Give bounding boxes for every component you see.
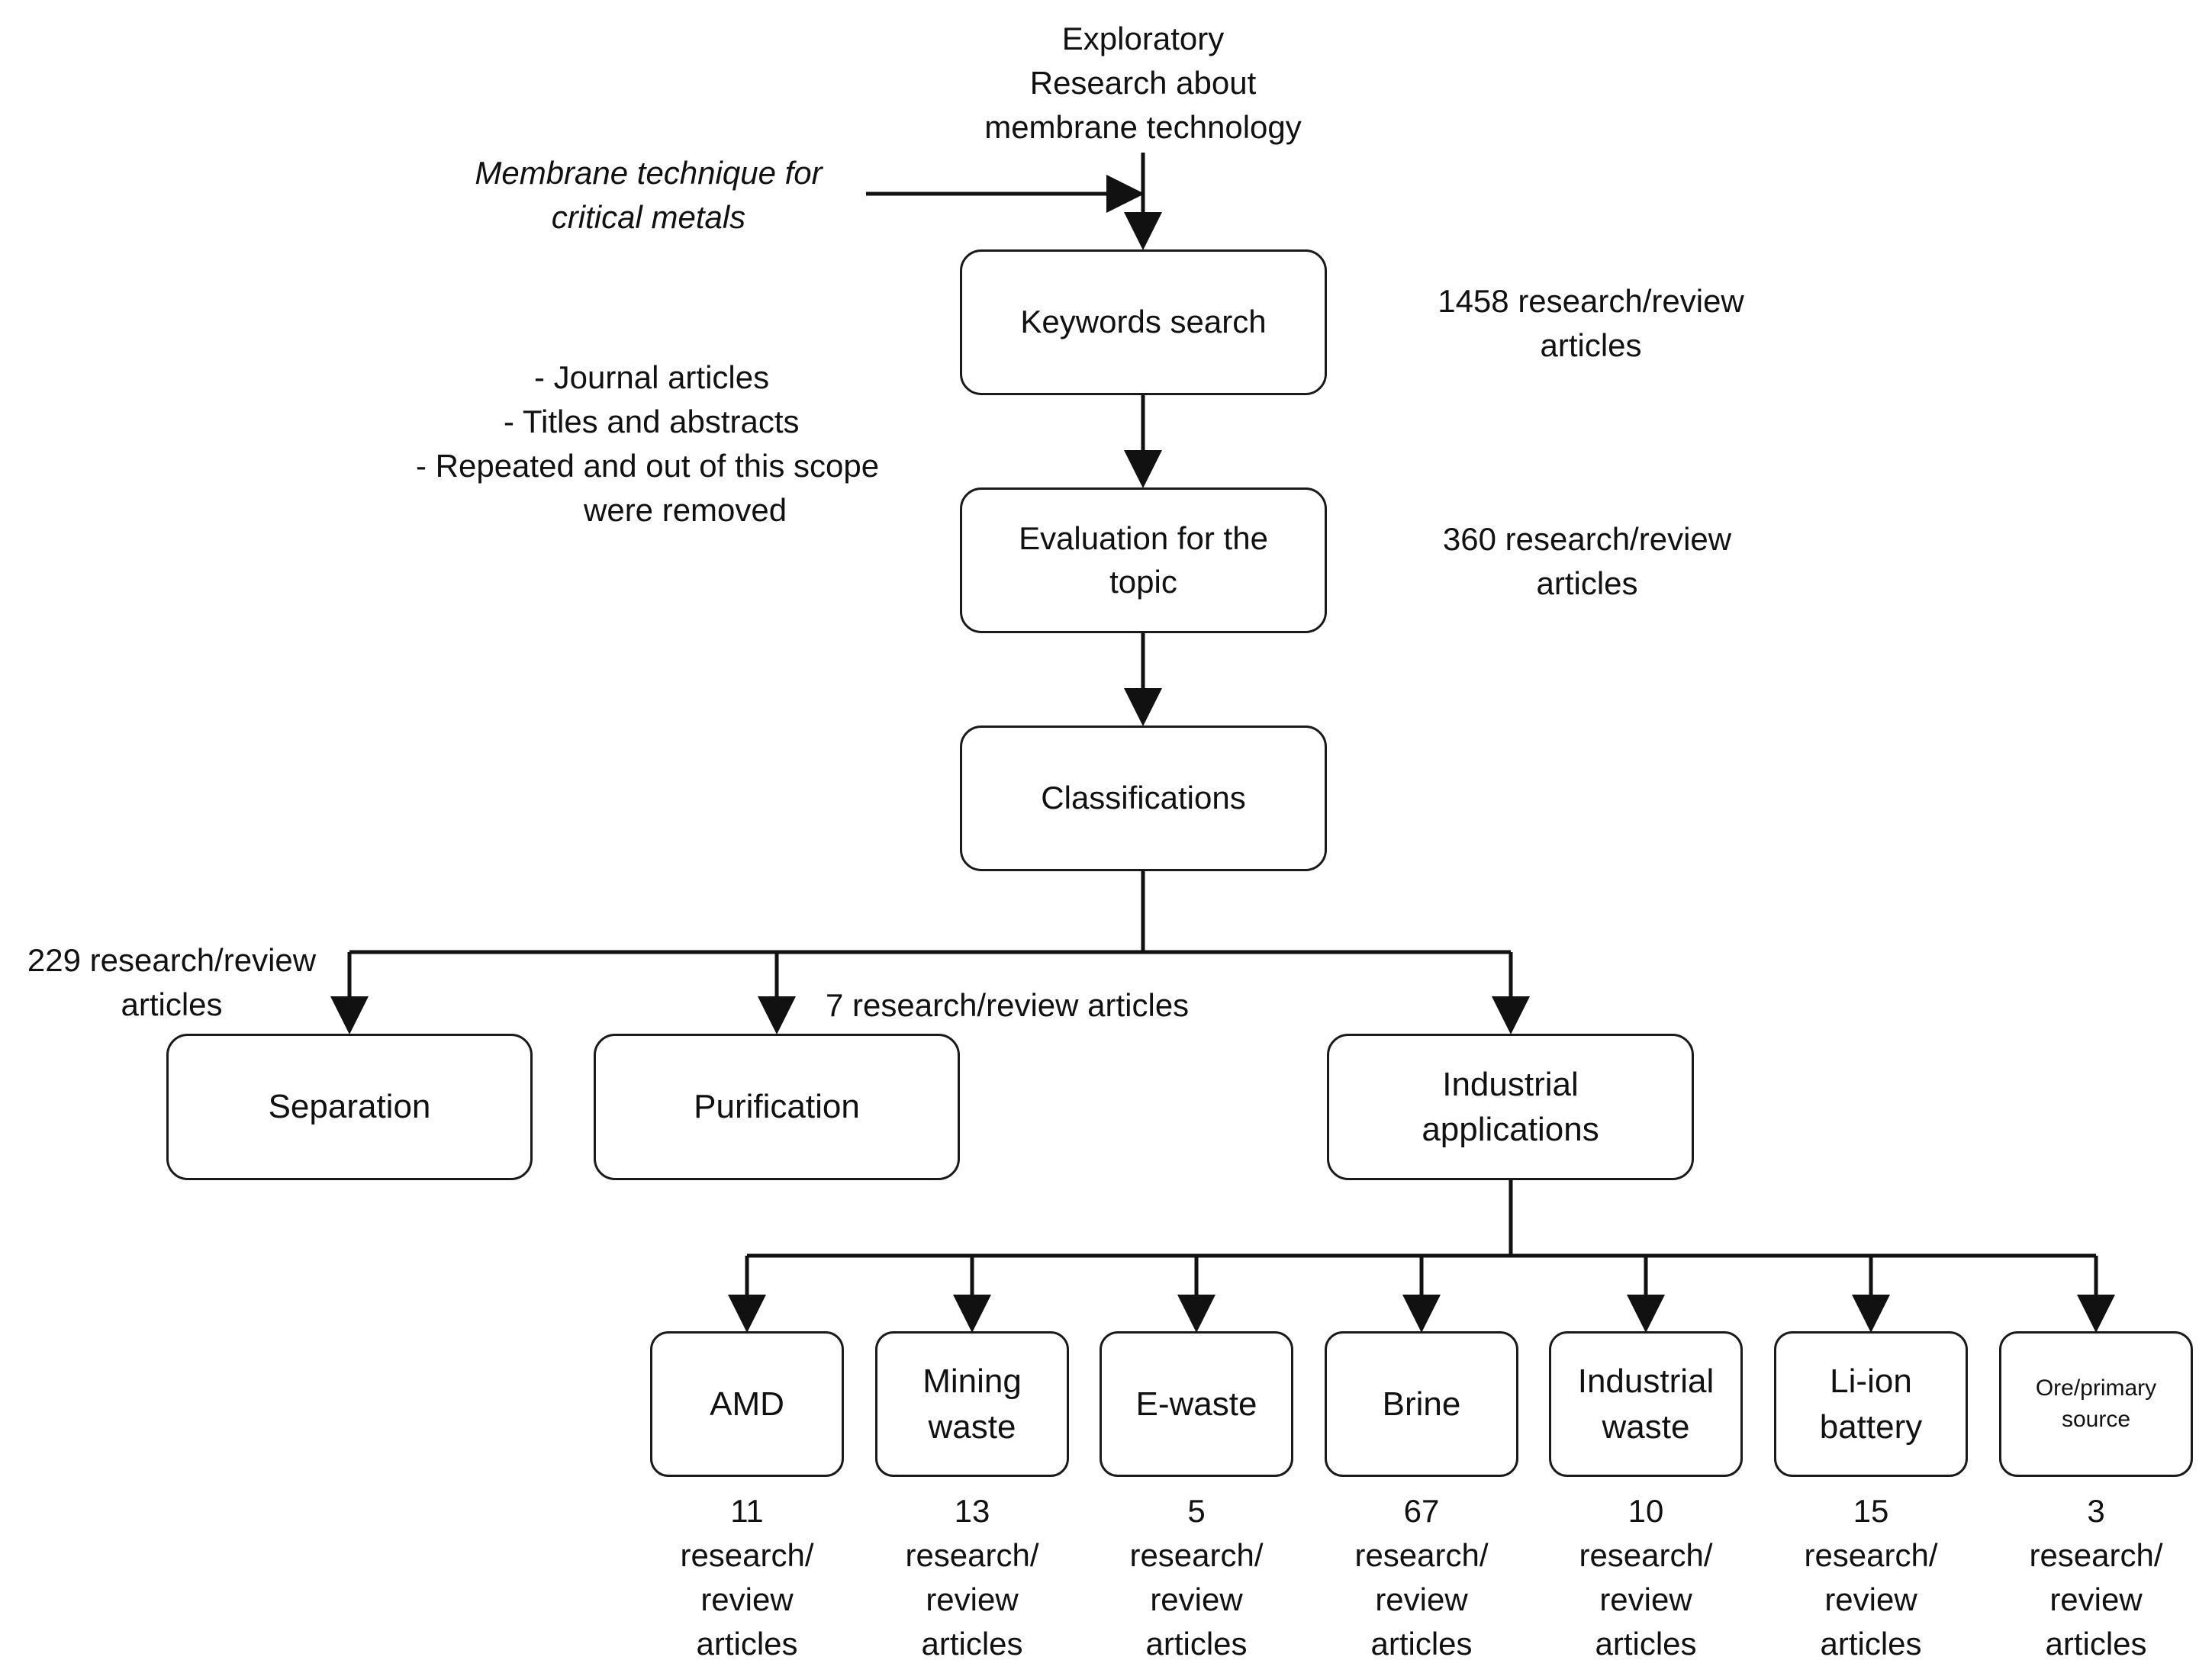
filter-criteria-list: - Journal articles - Titles and abstract… bbox=[404, 356, 954, 532]
evaluation-count: 360 research/review articles bbox=[1442, 521, 1732, 601]
purification-label: Purification bbox=[694, 1088, 860, 1126]
e-waste-count: 5 research/ review articles bbox=[1129, 1493, 1264, 1662]
keywords-search-box: Keywords search bbox=[960, 249, 1327, 395]
amd-count: 11 research/ review articles bbox=[680, 1493, 814, 1662]
brine-count: 67 research/ review articles bbox=[1354, 1493, 1489, 1662]
e-waste-label: E-waste bbox=[1135, 1385, 1257, 1423]
ore-primary-source-label: Ore/primary source bbox=[2035, 1375, 2157, 1432]
purification-box: Purification bbox=[594, 1034, 960, 1180]
evaluation-label: Evaluation for the topic bbox=[1019, 520, 1268, 600]
filter-item: were removed bbox=[584, 491, 787, 528]
classifications-label: Classifications bbox=[1041, 780, 1246, 816]
exploratory-research-label: Exploratory Research about membrane tech… bbox=[984, 21, 1302, 145]
input-topic-label: Membrane technique for critical metals bbox=[475, 155, 823, 235]
industrial-applications-label: Industrial applications bbox=[1422, 1065, 1599, 1148]
mining-waste-box: Mining waste bbox=[875, 1331, 1069, 1477]
mining-waste-count: 13 research/ review articles bbox=[905, 1493, 1039, 1662]
amd-box: AMD bbox=[650, 1331, 844, 1477]
brine-label: Brine bbox=[1382, 1385, 1461, 1423]
industrial-waste-label: Industrial waste bbox=[1577, 1363, 1715, 1446]
separation-box: Separation bbox=[166, 1034, 533, 1180]
separation-count: 229 research/review articles bbox=[27, 942, 317, 1022]
industrial-waste-box: Industrial waste bbox=[1549, 1331, 1743, 1477]
purification-count: 7 research/review articles bbox=[826, 987, 1190, 1023]
filter-item: - Journal articles bbox=[534, 359, 770, 395]
amd-label: AMD bbox=[710, 1385, 784, 1423]
ore-primary-source-count: 3 research/ review articles bbox=[2029, 1493, 2163, 1662]
li-ion-battery-count: 15 research/ review articles bbox=[1804, 1493, 1938, 1662]
li-ion-battery-label: Li-ion battery bbox=[1819, 1363, 1923, 1446]
industrial-applications-box: Industrial applications bbox=[1327, 1034, 1694, 1180]
keywords-count: 1458 research/review articles bbox=[1438, 283, 1744, 363]
mining-waste-label: Mining waste bbox=[922, 1363, 1022, 1446]
industrial-waste-count: 10 research/ review articles bbox=[1579, 1493, 1713, 1662]
evaluation-box: Evaluation for the topic bbox=[960, 487, 1327, 633]
brine-box: Brine bbox=[1325, 1331, 1518, 1477]
classifications-box: Classifications bbox=[960, 726, 1327, 871]
keywords-search-label: Keywords search bbox=[1020, 304, 1267, 340]
separation-label: Separation bbox=[268, 1088, 431, 1126]
e-waste-box: E-waste bbox=[1100, 1331, 1293, 1477]
li-ion-battery-box: Li-ion battery bbox=[1774, 1331, 1968, 1477]
filter-item: - Repeated and out of this scope bbox=[416, 447, 880, 484]
filter-item: - Titles and abstracts bbox=[504, 403, 800, 439]
ore-primary-source-box: Ore/primary source bbox=[1999, 1331, 2193, 1477]
